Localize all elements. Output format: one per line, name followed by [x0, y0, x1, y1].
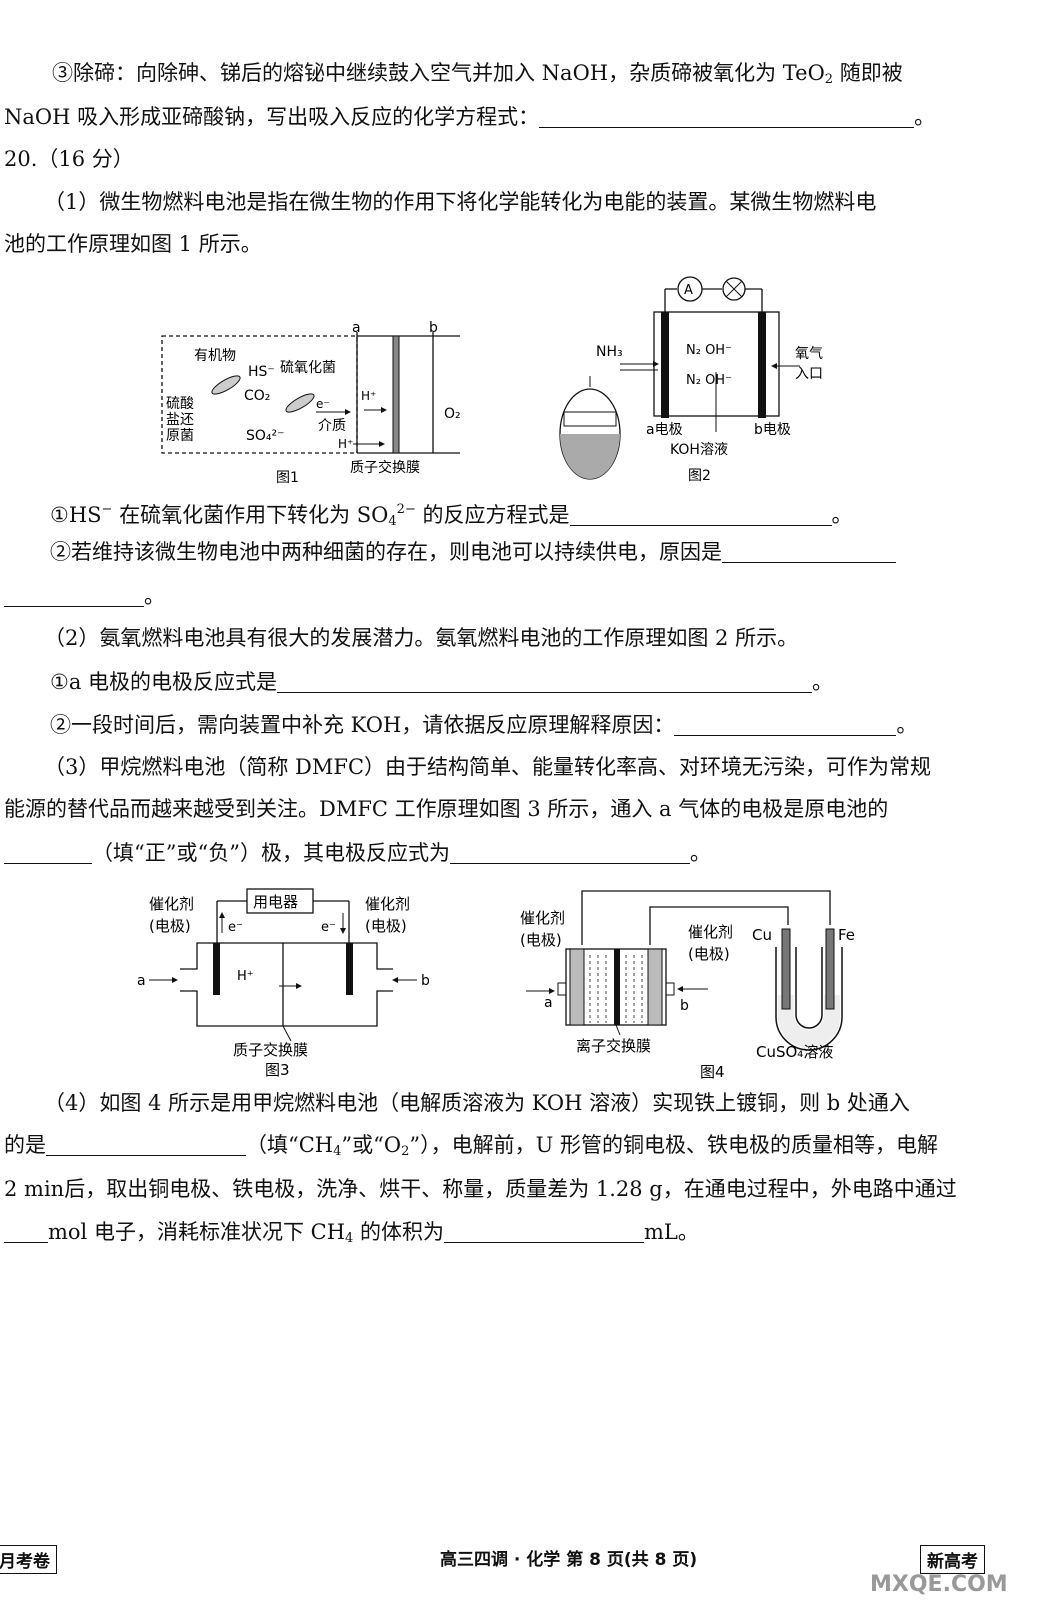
q20-part2: （2）氨氧燃料电池具有很大的发展潜力。氨氧燃料电池的工作原理如图 2 所示。 — [44, 626, 799, 650]
footer-right-badge: 新高考 — [920, 1545, 985, 1574]
svg-text:KOH溶液: KOH溶液 — [670, 442, 728, 458]
answer-blank[interactable] — [722, 540, 896, 563]
svg-text:SO₄²⁻: SO₄²⁻ — [246, 428, 285, 444]
watermark: MXQE.COM — [870, 1572, 1008, 1597]
svg-text:(电极): (电极) — [688, 945, 730, 963]
figure-2-ammonia-cell: A NH₃ N₂ OH⁻ N₂ OH⁻ 氧气 入口 a电极 b电极 KOH溶液 … — [559, 276, 823, 484]
svg-text:有机物: 有机物 — [194, 348, 236, 364]
answer-blank[interactable] — [674, 713, 897, 736]
figure-1-caption: 图1 — [276, 470, 299, 486]
answer-blank[interactable] — [277, 670, 813, 693]
q20-part3-line1: （3）甲烷燃料电池（简称 DMFC）由于结构简单、能量转化率高、对环境无污染，可… — [44, 755, 932, 779]
svg-text:催化剂: 催化剂 — [149, 895, 194, 913]
q20-part3-line2: 能源的替代品而越来越受到关注。DMFC 工作原理如图 3 所示，通入 a 气体的… — [4, 797, 889, 821]
svg-text:H⁺: H⁺ — [338, 437, 353, 451]
figure-2-caption: 图2 — [688, 468, 711, 484]
figure-3-caption: 图3 — [265, 1061, 290, 1079]
q20-part4-line2: 的是（填“CH4”或“O2”），电解前，U 形管的铜电极、铁电极的质量相等，电解 — [4, 1133, 938, 1159]
page-footer: 高三四调 · 化学 第 8 页(共 8 页) — [440, 1550, 698, 1570]
svg-text:NH₃: NH₃ — [596, 344, 623, 360]
figure-3-dmfc: 催化剂 (电极) 催化剂 (电极) 用电器 e⁻ e⁻ H⁺ a b 质子交换膜… — [137, 888, 430, 1079]
q20-part3-line3: （填“正”或“负”）极，其电极反应式为。 — [0, 838, 1046, 868]
svg-text:硫氧化菌: 硫氧化菌 — [280, 360, 336, 376]
svg-text:催化剂: 催化剂 — [365, 895, 410, 913]
svg-text:e⁻: e⁻ — [316, 397, 330, 411]
q20-2-1: ①a 电极的电极反应式是。 — [50, 670, 834, 694]
svg-text:e⁻: e⁻ — [228, 920, 243, 935]
svg-text:质子交换膜: 质子交换膜 — [233, 1041, 308, 1059]
question-19-3-line1: ③除碲：向除砷、锑后的熔铋中继续鼓入空气并加入 NaOH，杂质碲被氧化为 TeO… — [52, 61, 903, 87]
svg-text:CuSO₄溶液: CuSO₄溶液 — [756, 1043, 833, 1061]
svg-text:CO₂: CO₂ — [244, 388, 270, 404]
question-19-3-line2: NaOH 吸入形成亚碲酸钠，写出吸入反应的化学方程式：。 — [4, 105, 936, 129]
svg-text:离子交换膜: 离子交换膜 — [576, 1037, 651, 1055]
svg-text:盐还: 盐还 — [166, 412, 194, 428]
svg-text:a: a — [544, 995, 553, 1011]
q20-2-2: ②一段时间后，需向装置中补充 KOH，请依据反应原理解释原因：。 — [50, 713, 918, 737]
answer-blank[interactable] — [539, 105, 915, 128]
svg-text:(电极): (电极) — [149, 917, 191, 935]
svg-text:催化剂: 催化剂 — [688, 923, 733, 941]
svg-text:Cu: Cu — [752, 926, 772, 944]
svg-text:HS⁻: HS⁻ — [248, 364, 275, 380]
svg-text:b: b — [421, 973, 430, 989]
svg-text:a电极: a电极 — [646, 422, 683, 438]
svg-text:(电极): (电极) — [520, 931, 562, 949]
svg-text:H⁺: H⁺ — [361, 389, 376, 403]
svg-text:O₂: O₂ — [444, 406, 461, 422]
answer-blank[interactable] — [4, 584, 144, 607]
svg-text:入口: 入口 — [795, 366, 823, 382]
svg-text:b电极: b电极 — [754, 422, 791, 438]
answer-blank[interactable] — [46, 1133, 246, 1156]
svg-text:用电器: 用电器 — [253, 893, 298, 911]
svg-text:氧气: 氧气 — [795, 346, 823, 362]
electrode-b-label: b — [429, 320, 438, 336]
answer-blank[interactable] — [4, 1220, 48, 1243]
q20-part4-line3: 2 min后，取出铜电极、铁电极，洗净、烘干、称量，质量差为 1.28 g，在通… — [4, 1177, 957, 1201]
svg-text:(电极): (电极) — [365, 917, 407, 935]
footer-left-badge: 月考卷 — [0, 1545, 57, 1574]
q20-1-1: ①HS− 在硫氧化菌作用下转化为 SO42− 的反应方程式是。 — [50, 502, 853, 529]
svg-text:H⁺: H⁺ — [237, 969, 254, 984]
answer-blank[interactable] — [443, 1220, 644, 1243]
svg-text:e⁻: e⁻ — [321, 920, 336, 935]
figure-1-microbial-cell: a b 有机物 HS⁻ 硫氧化菌 CO₂ SO₄²⁻ e⁻ 介质 H⁺ H⁺ O… — [161, 320, 461, 486]
q20-1-2: ②若维持该微生物电池中两种细菌的存在，则电池可以持续供电，原因是 — [0, 537, 1046, 567]
q20-part1-line1: （1）微生物燃料电池是指在微生物的作用下将化学能转化为电能的装置。某微生物燃料电 — [44, 190, 877, 214]
svg-text:原菌: 原菌 — [166, 428, 194, 444]
q20-part1-line2: 池的工作原理如图 1 所示。 — [4, 232, 262, 256]
q20-part4-line1: （4）如图 4 所示是用甲烷燃料电池（电解质溶液为 KOH 溶液）实现铁上镀铜，… — [44, 1091, 910, 1115]
svg-text:Fe: Fe — [838, 926, 855, 944]
q20-1-2-cont: 。 — [0, 581, 1046, 611]
svg-text:a: a — [137, 973, 146, 989]
svg-text:介质: 介质 — [318, 418, 346, 434]
answer-blank[interactable] — [449, 841, 690, 864]
svg-text:硫酸: 硫酸 — [166, 396, 194, 412]
figure-4-electroplating: 催化剂 (电极) 催化剂 (电极) a b 离子交换膜 图4 Cu Fe CuS… — [520, 890, 855, 1080]
svg-text:催化剂: 催化剂 — [520, 909, 565, 927]
electrode-a-label: a — [352, 320, 361, 336]
answer-blank[interactable] — [569, 503, 832, 526]
figure-4-caption: 图4 — [700, 1063, 725, 1080]
svg-text:N₂ OH⁻: N₂ OH⁻ — [686, 343, 732, 358]
svg-text:N₂ OH⁻: N₂ OH⁻ — [686, 373, 732, 388]
svg-text:b: b — [680, 998, 689, 1014]
svg-text:质子交换膜: 质子交换膜 — [350, 459, 420, 476]
question-20-header: 20.（16 分） — [4, 147, 134, 171]
answer-blank[interactable] — [4, 841, 92, 864]
ammeter-icon: A — [684, 283, 693, 298]
